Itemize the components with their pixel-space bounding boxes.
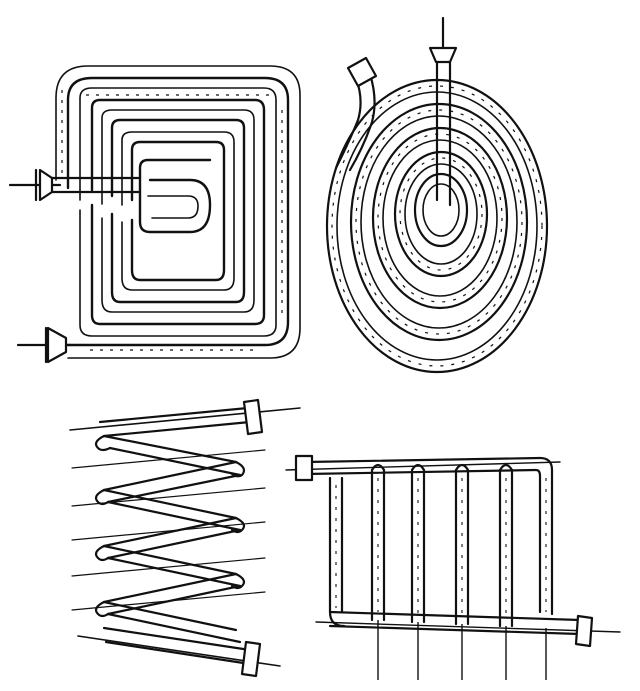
square-spiral-coil [8,65,301,364]
serpentine-coil [285,454,621,680]
helical-coil [69,398,301,678]
round-spiral-coil [325,16,549,374]
